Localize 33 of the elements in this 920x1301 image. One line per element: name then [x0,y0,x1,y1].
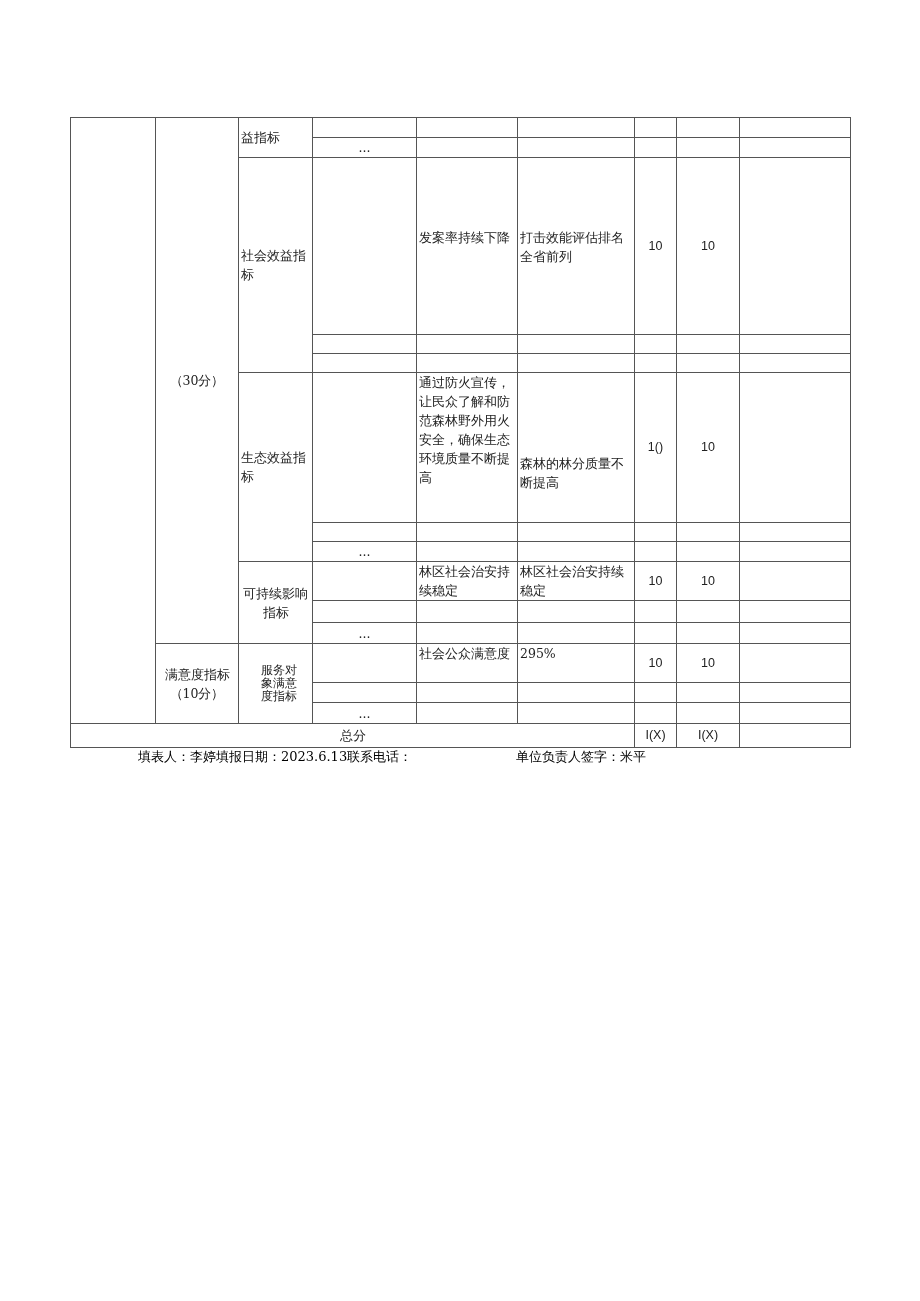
table-cell: I(X) [634,723,677,748]
cell-text: 满意度指标 [163,665,231,684]
table-cell: 通过防火宣传，让民众了解和防范森林野外用火安全，确保生态环境质量不断提高 [416,372,518,523]
table-cell: （30分） [155,117,239,644]
table-cell: 10 [676,643,740,683]
table-cell: 发案率持续下降 [416,157,518,335]
table-cell: 10 [676,372,740,523]
table-cell: 社会效益指标 [238,157,313,373]
footer-note: 填表人：李婷填报日期：2023.6.13联系电话： [138,748,413,766]
table-cell: 可持续影响指标 [238,561,313,644]
table-cell: ... [312,137,417,158]
table-cell: 10 [634,157,677,335]
table-cell: ... [312,541,417,562]
table-cell: 森林的林分质量不断提高 [517,372,635,523]
table-cell: 10 [634,643,677,683]
table-cell: 总分 [70,723,635,748]
table-cell: ... [312,622,417,644]
table-cell: 服务对象满意度指标 [238,643,313,724]
table-cell: 林区社会治安持续稳定 [416,561,518,601]
table-cell: 295% [517,643,635,683]
cell-text: （10分） [168,684,226,703]
table-cell: 1() [634,372,677,523]
table-cell: 益指标 [238,117,313,158]
table-cell: 打击效能评估排名全省前列 [517,157,635,335]
table-cell: ... [312,702,417,724]
footer-note: 单位负责人签字：米平 [516,748,646,766]
table-cell: 社会公众满意度 [416,643,518,683]
table-cell: 10 [676,561,740,601]
table-cell: 生态效益指标 [238,372,313,562]
table-cell: 10 [634,561,677,601]
table-cell: I(X) [676,723,740,748]
table-cell: 林区社会治安持续稳定 [517,561,635,601]
table-cell: 10 [676,157,740,335]
